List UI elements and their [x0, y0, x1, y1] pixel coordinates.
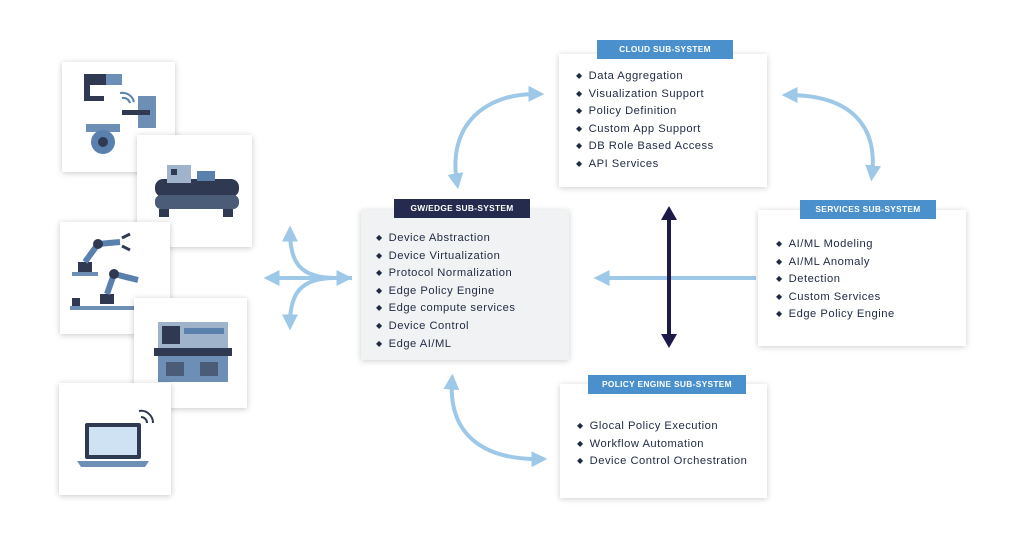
list-item-text: Edge Policy Engine — [388, 284, 495, 297]
services-feature-list: ◆AI/ML Modeling ◆AI/ML Anomaly ◆Detectio… — [776, 236, 966, 324]
list-item-text: Device Control — [388, 319, 470, 332]
list-item-text: AI/ML Anomaly — [788, 255, 870, 268]
list-item: ◆Edge compute services — [376, 302, 516, 315]
list-item: ◆Glocal Policy Execution — [577, 420, 719, 432]
list-item-text: Protocol Normalization — [388, 267, 513, 280]
list-item: ◆Device Virtualization — [376, 249, 501, 262]
list-item-text: Edge compute services — [388, 302, 516, 315]
list-item: ◆Device Control Orchestration — [577, 455, 748, 468]
list-item-text: AI/ML Modeling — [788, 238, 873, 250]
policy-engine-feature-list: ◆Glocal Policy Execution ◆Workflow Autom… — [577, 418, 767, 471]
arrow-gw-cloud — [447, 85, 545, 190]
policy-engine-subsystem-box: ◆Glocal Policy Execution ◆Workflow Autom… — [560, 384, 767, 498]
services-subsystem-box: ◆AI/ML Modeling ◆AI/ML Anomaly ◆Detectio… — [758, 210, 966, 346]
gw-edge-subsystem-box: ◆Device Abstraction ◆Device Virtualizati… — [361, 210, 569, 360]
list-item-text: Glocal Policy Execution — [589, 420, 719, 432]
wireless-laptop-icon — [77, 409, 155, 467]
arrow-gw-policy — [443, 373, 548, 468]
security-camera-smart-lock-icon — [84, 74, 156, 154]
arrow-devices-down — [282, 276, 336, 331]
list-item-text: Custom App Support — [588, 122, 701, 135]
lathe-machine-icon — [154, 322, 232, 382]
list-item-text: API Services — [588, 157, 659, 170]
list-item: ◆Device Abstraction — [376, 232, 491, 244]
list-item-text: Policy Definition — [588, 105, 677, 118]
list-item: ◆Edge Policy Engine — [776, 308, 895, 321]
list-item-text: Visualization Support — [588, 87, 705, 100]
list-item: ◆DB Role Based Access — [576, 140, 714, 153]
gw-edge-subsystem-title: GW/EDGE SUB-SYSTEM — [394, 199, 530, 218]
list-item: ◆Device Control — [376, 319, 470, 332]
list-item: ◆Policy Definition — [576, 105, 677, 118]
list-item: ◆Workflow Automation — [577, 437, 705, 450]
list-item: ◆Visualization Support — [576, 87, 705, 100]
gw-edge-feature-list: ◆Device Abstraction ◆Device Virtualizati… — [376, 230, 569, 353]
list-item: ◆AI/ML Anomaly — [776, 255, 870, 268]
list-item: ◆AI/ML Modeling — [776, 238, 873, 250]
list-item-text: Custom Services — [788, 290, 881, 303]
cloud-feature-list: ◆Data Aggregation ◆Visualization Support… — [576, 68, 767, 174]
list-item-text: Device Abstraction — [388, 232, 491, 244]
list-item: ◆Custom Services — [776, 290, 881, 303]
list-item-text: Detection — [788, 273, 841, 286]
list-item: ◆Protocol Normalization — [376, 267, 513, 280]
list-item-text: DB Role Based Access — [588, 140, 714, 153]
list-item: ◆Detection — [776, 273, 841, 286]
list-item-text: Edge Policy Engine — [788, 308, 895, 321]
services-subsystem-title: SERVICES SUB-SYSTEM — [800, 200, 936, 219]
arrow-cloud-services — [781, 87, 882, 182]
list-item: ◆Custom App Support — [576, 122, 701, 135]
robotic-arms-icon — [70, 232, 140, 310]
device-card-laptop — [59, 383, 171, 495]
list-item-text: Device Virtualization — [388, 249, 501, 262]
list-item: ◆Edge Policy Engine — [376, 284, 495, 297]
list-item: ◆Edge AI/ML — [376, 337, 452, 350]
list-item-text: Edge AI/ML — [388, 337, 452, 350]
industrial-chiller-icon — [155, 165, 239, 217]
list-item-text: Data Aggregation — [588, 70, 684, 82]
cloud-subsystem-title: CLOUD SUB-SYSTEM — [597, 40, 733, 59]
list-item: ◆Data Aggregation — [576, 70, 684, 82]
cloud-subsystem-box: ◆Data Aggregation ◆Visualization Support… — [559, 54, 767, 187]
policy-engine-subsystem-title: POLICY ENGINE SUB-SYSTEM — [588, 375, 746, 394]
arrow-devices-up — [282, 225, 336, 280]
list-item: ◆API Services — [576, 157, 659, 170]
list-item-text: Device Control Orchestration — [589, 455, 748, 468]
list-item-text: Workflow Automation — [589, 437, 705, 450]
device-card-chiller — [137, 135, 252, 247]
